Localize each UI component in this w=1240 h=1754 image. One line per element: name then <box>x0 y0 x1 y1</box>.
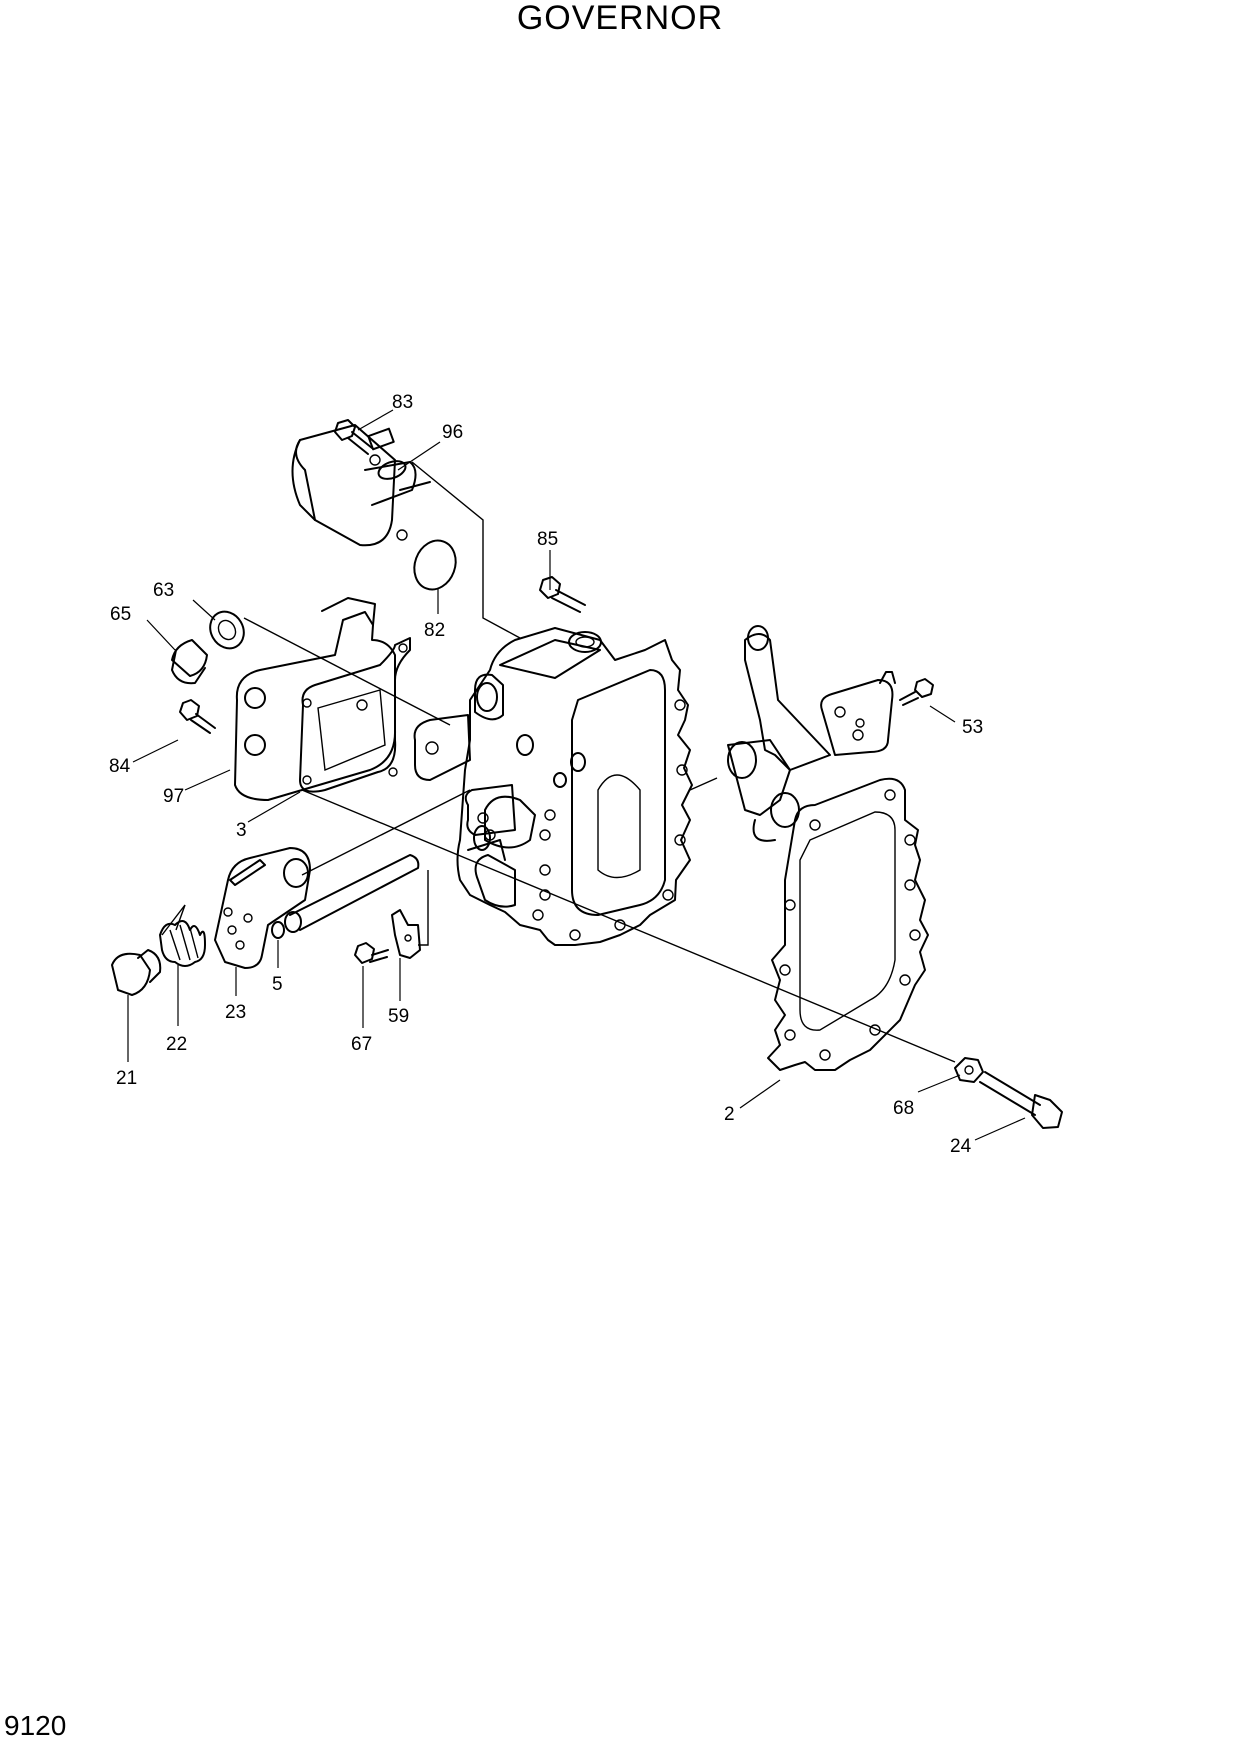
bracket-plate-part <box>820 671 896 756</box>
shaft-part <box>284 854 420 933</box>
bolt-67-part <box>354 942 389 964</box>
gasket-3-part <box>299 637 411 793</box>
page-title: GOVERNOR <box>516 0 724 37</box>
plug-21-part <box>111 949 162 996</box>
lever-plate-23-part <box>214 847 311 969</box>
callout-labels: 83 96 85 63 65 82 53 84 97 3 5 23 59 67 … <box>109 392 983 1157</box>
callout-85: 85 <box>537 529 558 550</box>
callout-83: 83 <box>392 392 413 413</box>
callout-leaders <box>127 409 1026 1141</box>
o-ring-5-part <box>271 921 285 939</box>
washer-63-part <box>209 610 245 650</box>
callout-2: 2 <box>724 1104 735 1125</box>
lever-arm-part <box>727 625 831 842</box>
callout-97: 97 <box>163 786 184 807</box>
bolt-84-part <box>179 699 216 734</box>
clip-59-part <box>391 909 421 959</box>
assembly-guide-lines <box>243 461 956 1063</box>
nut-68-part <box>954 1057 984 1083</box>
callout-5: 5 <box>272 974 283 995</box>
callout-23: 23 <box>225 1002 246 1023</box>
callout-82: 82 <box>424 620 445 641</box>
callout-67: 67 <box>351 1034 372 1055</box>
cover-plate-97-part <box>234 597 397 801</box>
governor-housing-part <box>413 627 693 946</box>
bolt-85-part <box>539 576 586 613</box>
callout-53: 53 <box>962 717 983 738</box>
spring-22-part <box>159 904 206 967</box>
callout-68: 68 <box>893 1098 914 1119</box>
callout-96: 96 <box>442 422 463 443</box>
callout-22: 22 <box>166 1034 187 1055</box>
callout-21: 21 <box>116 1068 137 1089</box>
solenoid-part <box>291 424 431 547</box>
page-number: 9120 <box>4 1710 67 1741</box>
callout-65: 65 <box>110 604 131 625</box>
callout-24: 24 <box>950 1136 972 1157</box>
callout-63: 63 <box>153 580 174 601</box>
o-ring-part <box>413 539 457 591</box>
callout-84: 84 <box>109 756 131 777</box>
long-bolt-24-part <box>979 1071 1063 1129</box>
bolt-53-part <box>899 678 934 706</box>
plug-65-part <box>171 639 208 685</box>
callout-3: 3 <box>236 820 247 841</box>
callout-59: 59 <box>388 1006 409 1027</box>
bolt-83-part <box>334 419 373 455</box>
gasket-2-part <box>767 777 929 1071</box>
